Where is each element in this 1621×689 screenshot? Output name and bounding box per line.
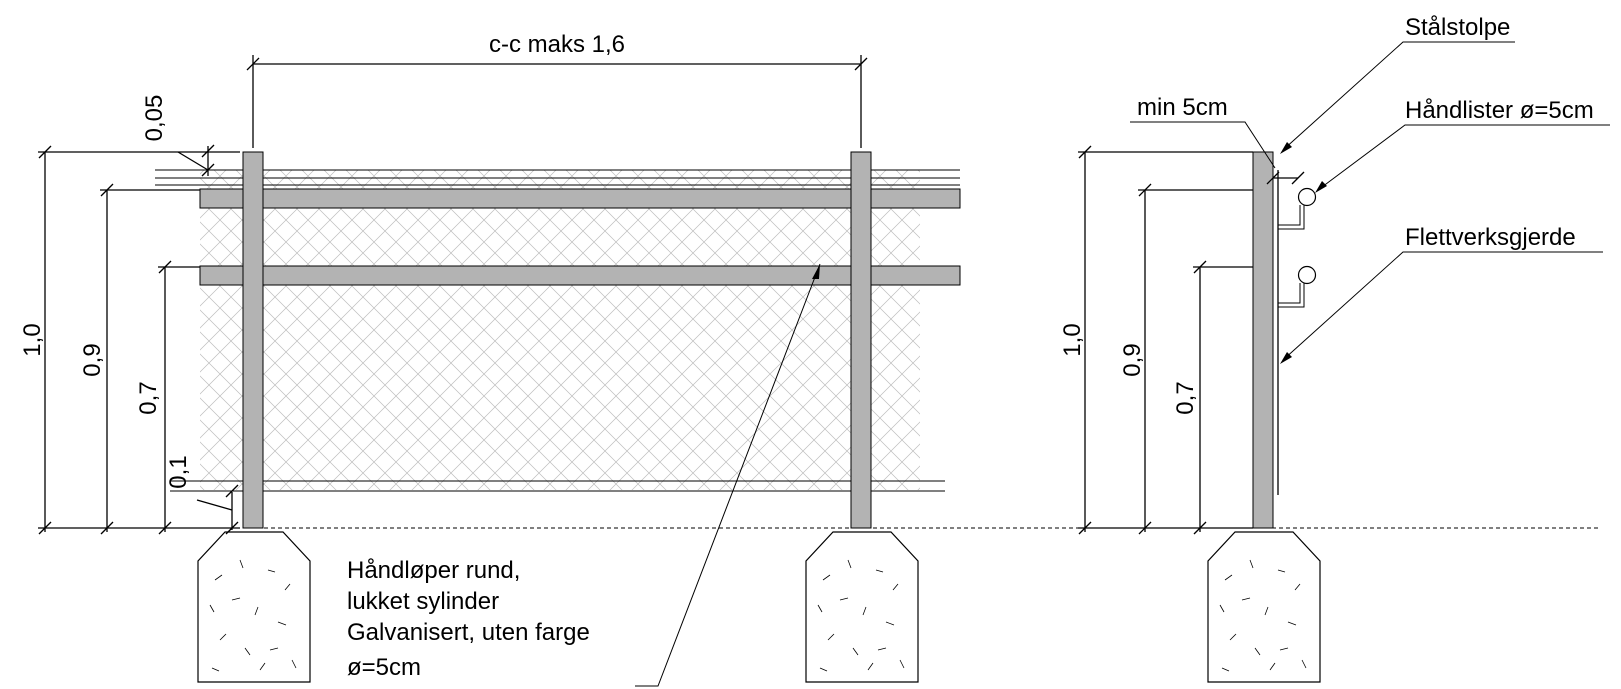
side-upper-handrail	[1278, 187, 1317, 230]
dim-label-0-1: 0,1	[165, 455, 192, 488]
handrail-leader-arrow	[812, 264, 820, 279]
handrail-note-line-2: lukket sylinder	[347, 588, 499, 615]
side-steel-post	[1252, 151, 1274, 529]
chain-link-mesh	[200, 170, 920, 490]
concrete-footing-left	[197, 531, 311, 683]
upper-handrail	[199, 188, 961, 209]
side-dim-label-0-9: 0,9	[1119, 343, 1146, 376]
dim-label-1-0: 1,0	[19, 323, 46, 356]
dim-label-0-05: 0,05	[141, 95, 168, 142]
height-dimensions-side	[1078, 145, 1253, 535]
min-5cm-label: min 5cm	[1137, 94, 1228, 121]
steel-post-left	[242, 151, 264, 529]
cc-spacing-label: c-c maks 1,6	[489, 31, 625, 58]
handrail-note-line-4: ø=5cm	[347, 654, 421, 681]
handrail-leader	[635, 263, 821, 687]
dim-label-0-9: 0,9	[79, 343, 106, 376]
front-view: c-c maks 1,6 1,0 0,9 0,7	[19, 31, 961, 687]
dim-0-05	[177, 144, 215, 177]
dim-label-0-7: 0,7	[135, 381, 162, 414]
mesh-fence-arrow	[1280, 352, 1292, 364]
mesh-fence-label: Flettverksgjerde	[1405, 224, 1576, 251]
steel-post-leader	[1282, 41, 1515, 151]
handrails-label: Håndlister ø=5cm	[1405, 97, 1594, 124]
side-view: min 5cm Stålstolpe Håndlister ø=5cm Flet…	[1059, 14, 1610, 683]
side-concrete-footing	[1207, 531, 1321, 683]
handrails-leader	[1317, 124, 1610, 191]
cc-dimension	[246, 55, 868, 148]
steel-post-arrow	[1280, 142, 1292, 154]
steel-post-label: Stålstolpe	[1405, 14, 1510, 41]
dim-0-1	[196, 484, 239, 535]
steel-post-right	[850, 151, 872, 529]
handrail-note-line-1: Håndløper rund,	[347, 557, 520, 584]
side-dim-label-0-7: 0,7	[1172, 381, 1199, 414]
height-dimensions-front	[38, 145, 240, 535]
handrail-note-line-3: Galvanisert, uten farge	[347, 619, 590, 646]
handrails-arrow	[1315, 181, 1327, 193]
lower-handrail	[199, 265, 961, 286]
side-lower-handrail	[1278, 265, 1317, 308]
dim-min-5cm	[1130, 121, 1305, 185]
mesh-fence-leader	[1282, 251, 1603, 361]
concrete-footing-right	[805, 531, 919, 683]
side-dim-label-1-0: 1,0	[1059, 323, 1086, 356]
